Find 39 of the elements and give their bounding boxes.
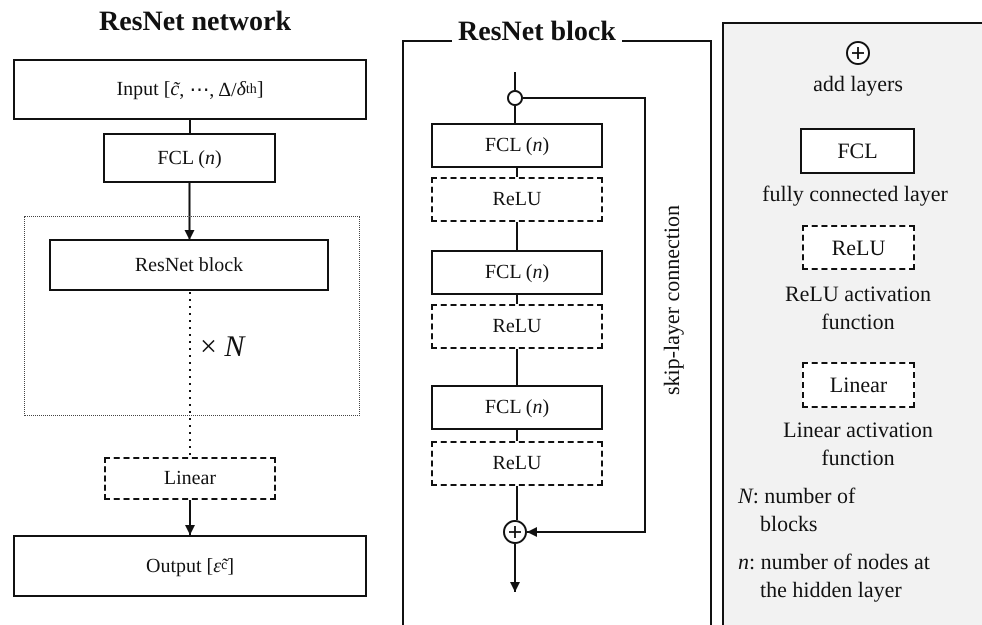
arrow (185, 500, 195, 535)
legend-panel (722, 22, 982, 625)
connector-line (514, 72, 516, 90)
connector-line (516, 486, 518, 520)
arrow (510, 544, 520, 592)
layer-box: FCL (n) (431, 250, 603, 295)
activation-box: ReLU (431, 441, 603, 486)
arrow (184, 183, 194, 240)
legend-description: ReLU activation function (784, 280, 932, 335)
legend-description: add layers (812, 70, 904, 98)
connector-line (516, 168, 518, 177)
connector-line (516, 295, 518, 304)
block-box: ResNet block (49, 239, 329, 291)
junction-circle (507, 90, 523, 106)
legend-note: N: number of blocks (738, 482, 856, 537)
arrow (523, 97, 646, 537)
section-title: ResNet network (98, 6, 292, 38)
legend-description: fully connected layer (761, 180, 949, 208)
connector-line (189, 292, 191, 457)
connector-line (189, 120, 191, 133)
activation-box: ReLU (802, 225, 915, 270)
connector-line (514, 106, 516, 123)
layer-box: FCL (n) (431, 123, 603, 168)
repeat-count-label: × N (200, 330, 247, 364)
activation-box: Linear (802, 362, 915, 408)
repeat-group-box (24, 216, 360, 416)
connector-line (516, 430, 518, 441)
legend-note: n: number of nodes at the hidden layer (738, 548, 931, 603)
activation-box: ReLU (431, 304, 603, 349)
adder-symbol (503, 520, 527, 544)
layer-box: FCL (n) (103, 133, 276, 183)
layer-box: FCL (800, 128, 915, 174)
connector-line (516, 349, 518, 385)
activation-box: ReLU (431, 177, 603, 222)
activation-box: Linear (104, 457, 276, 500)
connector-line (516, 222, 518, 250)
legend-description: Linear activation function (782, 416, 934, 471)
adder-symbol (846, 41, 870, 65)
layer-box: FCL (n) (431, 385, 603, 430)
